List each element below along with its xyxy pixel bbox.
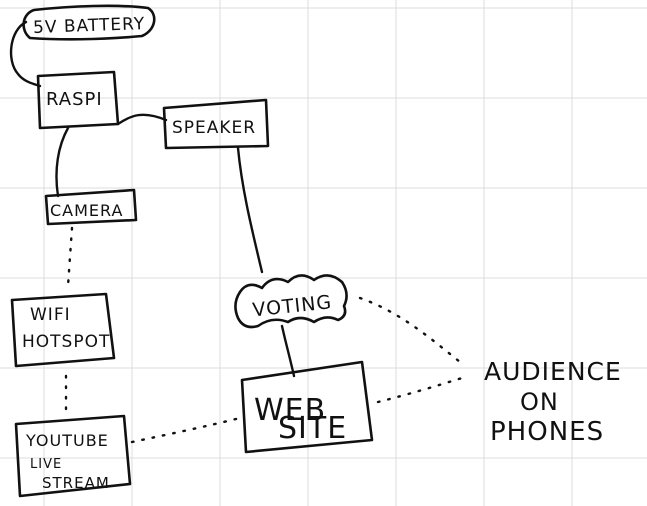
edge-raspi-speaker bbox=[116, 113, 168, 126]
edge-voting-audience bbox=[358, 296, 462, 364]
node-battery: 5V BATTERY bbox=[22, 4, 156, 41]
node-audience: AUDIENCE ON PHONES bbox=[484, 357, 622, 447]
youtube-label-line1: YOUTUBE bbox=[25, 431, 109, 450]
edge-youtube-website bbox=[130, 416, 242, 444]
website-label-line1: WEB bbox=[254, 393, 326, 428]
node-wifi-hotspot: WIFI HOTSPOT bbox=[10, 292, 116, 368]
edge-website-audience bbox=[376, 376, 464, 404]
node-youtube-live-stream: YOUTUBE LIVE STREAM bbox=[14, 414, 132, 498]
edge-battery-raspi bbox=[9, 20, 42, 88]
youtube-label-line2: LIVE bbox=[30, 457, 62, 472]
youtube-label-line3: STREAM bbox=[42, 474, 110, 492]
node-raspi: RASPI bbox=[36, 70, 120, 130]
node-voting: VOTING bbox=[234, 274, 348, 329]
voting-label: VOTING bbox=[252, 291, 334, 321]
node-website: WEB SITE bbox=[240, 360, 374, 454]
battery-label: 5V BATTERY bbox=[33, 14, 146, 38]
wifi-label-line2: HOTSPOT bbox=[22, 332, 110, 352]
camera-label: CAMERA bbox=[50, 201, 123, 220]
edge-raspi-camera bbox=[55, 126, 70, 198]
raspi-label: RASPI bbox=[46, 89, 103, 110]
edge-speaker-voting bbox=[236, 146, 264, 274]
audience-label-line2: ON bbox=[520, 388, 559, 416]
node-speaker: SPEAKER bbox=[162, 98, 270, 150]
speaker-label: SPEAKER bbox=[172, 118, 256, 138]
website-label-line2: SITE bbox=[278, 411, 347, 446]
edge-camera-wifi bbox=[66, 226, 74, 288]
node-camera: CAMERA bbox=[44, 188, 138, 226]
wifi-label-line1: WIFI bbox=[30, 305, 71, 325]
audience-label-line3: PHONES bbox=[490, 417, 604, 447]
audience-label-line1: AUDIENCE bbox=[484, 357, 622, 386]
